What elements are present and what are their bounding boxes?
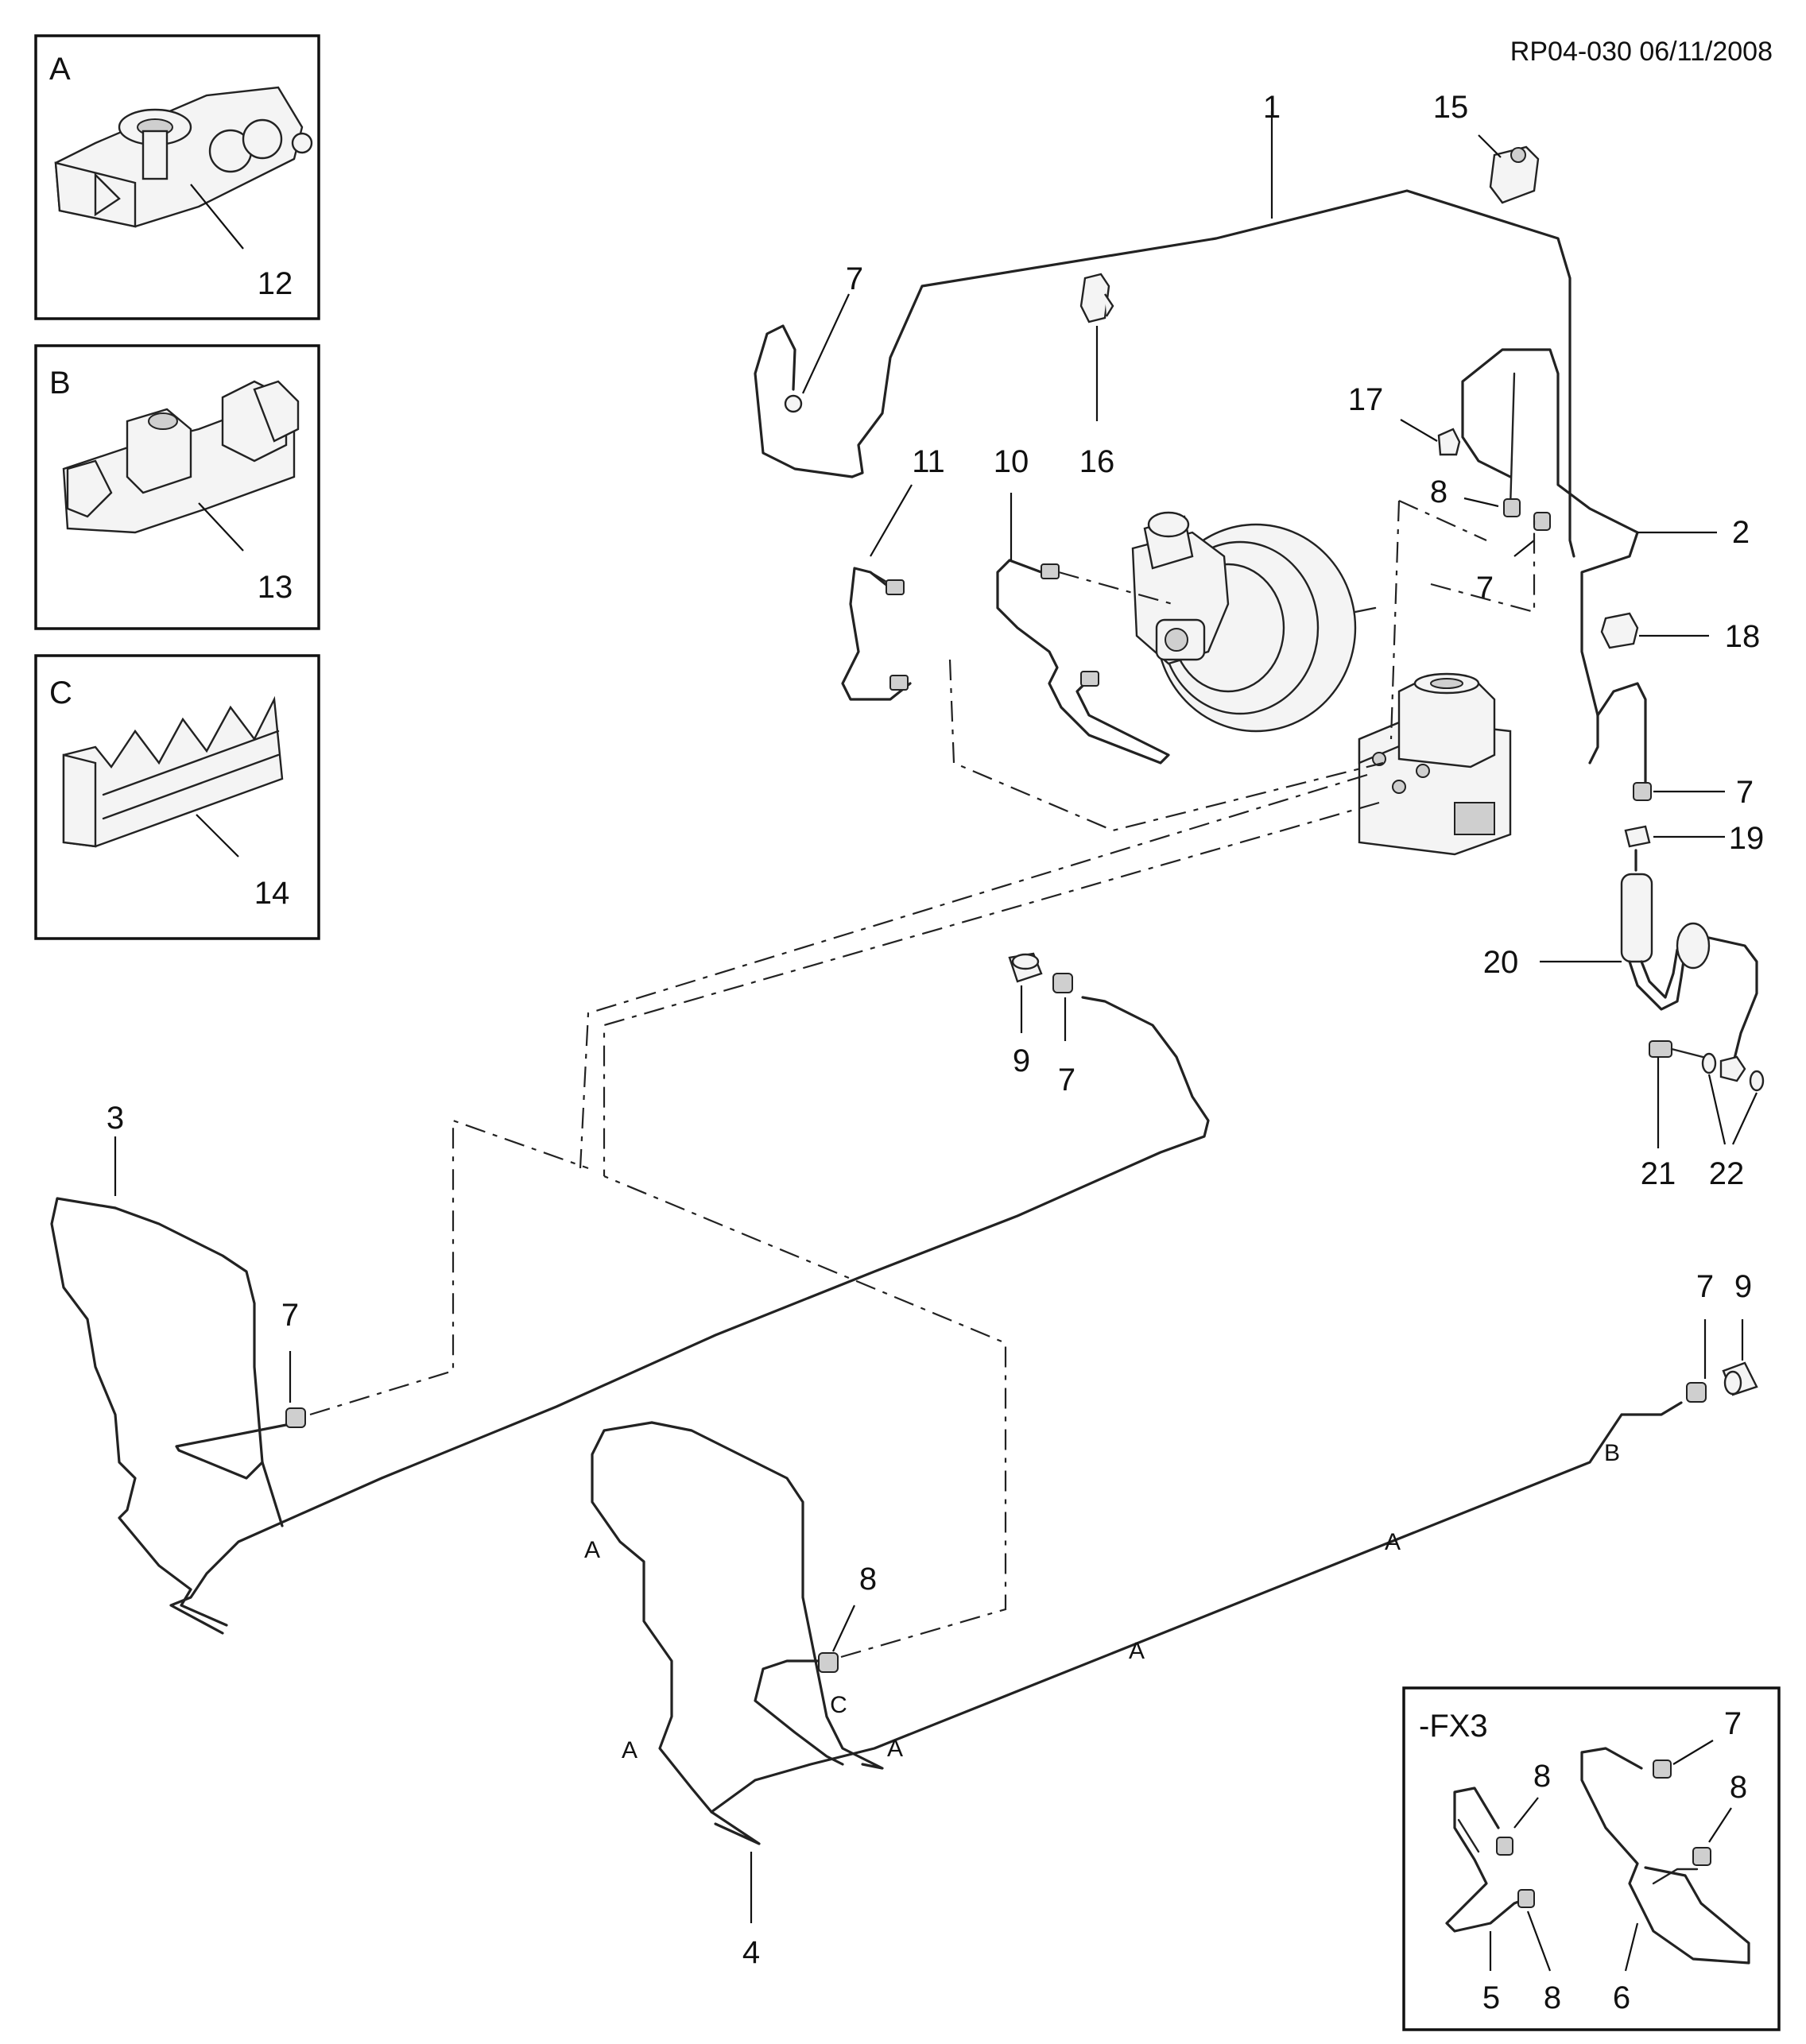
inset-a: A 12 [34,34,320,320]
fittings-upper-right: 8 7 [1398,474,1551,606]
callout-16: 16 [1079,444,1115,479]
callout-21: 21 [1641,1156,1676,1191]
fx3-pipe-6 [1580,1747,1750,1965]
clip-18-icon: 18 [1600,612,1761,654]
flex-hose-assembly: 7 19 20 21 22 [1483,775,1765,1191]
clip-marker-a-left-lower: A [622,1737,638,1763]
brake-pipe-3: 3 7 [50,1101,589,1627]
clip-16-icon: 16 [1079,273,1115,479]
inset-a-letter: A [49,52,71,87]
abs-hydraulic-unit [1358,672,1512,856]
callout-18: 18 [1725,619,1761,654]
clip-14-icon [62,695,284,848]
fittings-lower-right: 7 9 [1686,1269,1758,1403]
callout-7-lower-right: 7 [1696,1269,1714,1304]
callout-5: 5 [1482,1980,1500,2015]
callout-2: 2 [1732,515,1750,550]
fx3-variant-box: -FX3 8 5 8 7 8 6 [1402,1686,1781,2031]
inset-c-part-label: 14 [254,876,290,911]
callout-9-middle: 9 [1013,1043,1030,1078]
clip-marker-a-center: A [887,1736,903,1762]
inset-b-letter: B [49,366,71,401]
callout-7-middle: 7 [1058,1063,1075,1097]
fittings-middle: 9 7 [1008,952,1075,1097]
callout-1: 1 [1263,90,1281,125]
callout-17: 17 [1348,382,1384,417]
callout-7-upper-left: 7 [846,261,863,296]
callout-20: 20 [1483,945,1519,980]
inset-a-part-label: 12 [258,266,293,301]
clip-marker-a-mid: A [1129,1638,1145,1664]
dashed-connections-upper [579,500,1536,1176]
clip-17-icon: 17 [1348,382,1461,456]
nut-8-center [818,1652,839,1673]
clip-markers: A A A A A B C [584,1440,1620,1763]
fx3-frame [1402,1686,1781,2031]
fx3-callout-8-upper: 8 [1533,1759,1551,1794]
brake-pipe-2: 2 [1461,348,1750,784]
nut-7-right [1633,782,1652,801]
callout-3: 3 [107,1101,124,1136]
callout-8-upper: 8 [1430,474,1448,509]
inset-b: B 13 [34,344,320,630]
fx3-callout-7: 7 [1724,1706,1742,1741]
callout-10: 10 [994,444,1029,479]
callout-19: 19 [1729,821,1765,856]
callout-4: 4 [742,1935,760,1970]
fx3-pipe-5 [1445,1787,1526,1933]
brake-pipe-1: 1 7 [754,90,1575,558]
callout-7-upper-right: 7 [1476,571,1494,606]
nut-7-left [285,1407,306,1428]
brake-booster-master-cylinder [1131,511,1377,733]
clip-marker-a-right: A [1385,1529,1401,1555]
inset-c: C 14 [34,654,320,940]
callout-8-center: 8 [859,1562,877,1597]
fx3-callout-8-right: 8 [1730,1770,1747,1805]
clip-marker-c: C [830,1692,847,1718]
inset-b-part-label: 13 [258,570,293,605]
callout-9-lower-right: 9 [1734,1269,1752,1304]
brake-pipe-3-long-run [169,996,1210,1635]
brake-pipe-4: 8 4 [591,1175,1683,1970]
nut-8-upper [1503,498,1521,517]
nut-7-upper [1533,512,1551,531]
brake-pipe-10: 10 [994,444,1173,765]
inset-c-letter: C [49,676,72,710]
clip-15-icon: 15 [1433,90,1540,204]
fx3-title: -FX3 [1419,1709,1488,1744]
clip-marker-a-left-upper: A [584,1537,600,1563]
pipe-1-nut-7 [784,394,803,413]
callout-6: 6 [1613,1980,1630,2015]
callout-11: 11 [912,444,945,479]
clip-12-icon [54,86,313,228]
fx3-callout-8-lower: 8 [1544,1980,1561,2015]
callout-7-left: 7 [281,1298,299,1333]
callout-22: 22 [1709,1156,1745,1191]
callout-15: 15 [1433,90,1469,125]
diagram-reference: RP04-030 06/11/2008 [1510,37,1773,67]
brake-pipe-11: 11 [841,444,945,701]
clip-13-icon [62,380,300,534]
clip-marker-b: B [1604,1440,1620,1466]
callout-7-right: 7 [1736,775,1754,810]
